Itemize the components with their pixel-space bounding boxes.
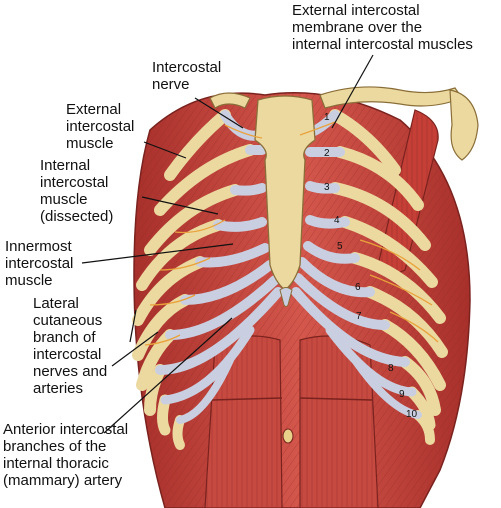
rib-number-9: 9: [399, 389, 405, 400]
scapula-acromion: [449, 89, 479, 161]
rib-numbers: 1 2 3 4 5 6 7 8 9 10: [324, 112, 418, 420]
rib-number-1: 1: [324, 112, 330, 123]
rib-number-10: 10: [406, 409, 418, 420]
leader-lines: [81, 54, 374, 434]
label-innermost-muscle: Innermost intercostal muscle: [5, 238, 74, 289]
rib-number-7: 7: [356, 311, 362, 322]
label-external-muscle: External intercostal muscle: [66, 101, 135, 152]
label-lateral-branch: Lateral cutaneous branch of intercostal …: [33, 295, 108, 397]
rib-number-3: 3: [324, 182, 330, 193]
rib-number-2: 2: [324, 148, 330, 159]
clavicle: [319, 86, 463, 109]
rib-number-5: 5: [337, 241, 343, 252]
label-internal-muscle: Internal intercostal muscle (dissected): [40, 157, 114, 225]
sternum: [254, 95, 316, 291]
label-intercostal-nerve: Intercostal nerve: [152, 59, 222, 93]
xiphoid-process: [279, 287, 293, 307]
rectus-abdominis: [204, 335, 379, 508]
rib-number-6: 6: [355, 282, 361, 293]
label-anterior-branches: Anterior intercostal branches of the int…: [3, 421, 129, 489]
umbilicus: [282, 428, 294, 444]
intercostal-vessels: [144, 121, 439, 346]
label-external-membrane: External intercostal membrane over the i…: [292, 2, 473, 53]
right-ribs: [291, 109, 448, 445]
rib-number-4: 4: [334, 215, 340, 226]
rib-number-8: 8: [388, 363, 394, 374]
